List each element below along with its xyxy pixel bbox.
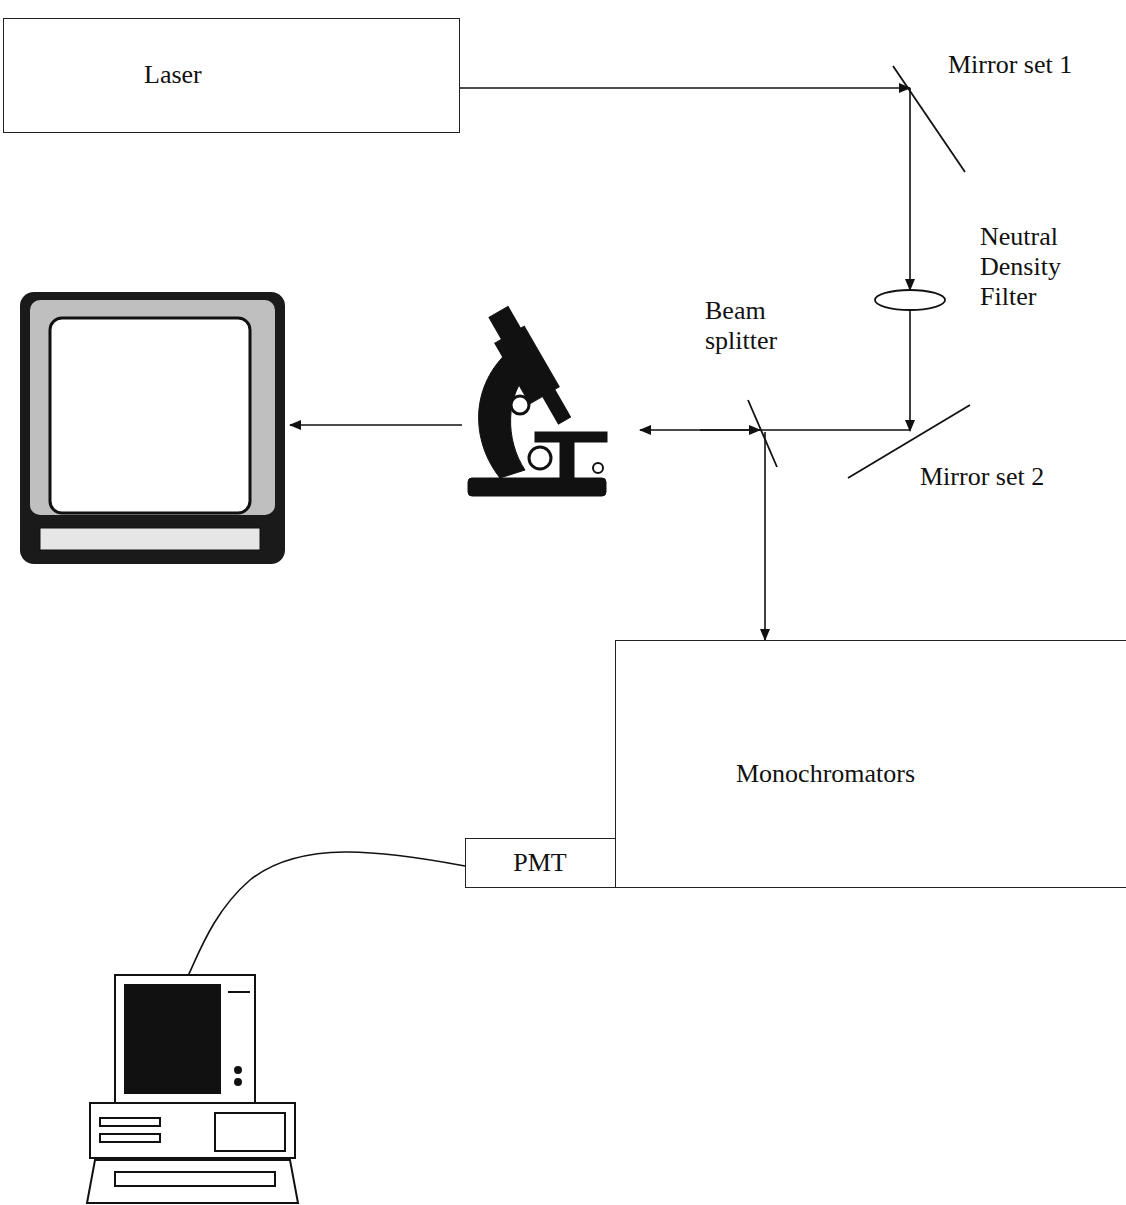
optics	[748, 66, 970, 478]
computer-screen	[125, 985, 220, 1093]
beam	[764, 432, 766, 640]
keyboard	[87, 1160, 298, 1203]
monitor-case	[20, 292, 285, 564]
box-label: Monochromators	[736, 759, 915, 789]
computer-monitor	[115, 975, 255, 1103]
microscope-eyepiece	[489, 307, 523, 344]
beam	[909, 310, 911, 431]
view-arrow	[290, 424, 462, 426]
monitor-bezel	[30, 300, 275, 515]
beam	[909, 88, 911, 290]
mirror-1	[893, 66, 965, 172]
computer-detail	[228, 991, 250, 993]
microscope-stage	[535, 432, 607, 442]
part-label: Neutral Density Filter	[980, 222, 1105, 312]
process-box: Monochromators	[615, 640, 1126, 888]
microscope-objective	[539, 384, 570, 424]
monitor-base	[40, 528, 260, 550]
part-label: Beam splitter	[705, 296, 810, 356]
box-label: PMT	[513, 848, 566, 878]
computer-unit	[90, 1103, 295, 1158]
keyboard-keys	[115, 1172, 275, 1186]
monitor	[20, 292, 285, 564]
beam-splitter	[748, 400, 777, 467]
process-box: PMT	[465, 838, 616, 888]
drive-slot	[100, 1134, 160, 1142]
process-box: Laser	[3, 18, 460, 133]
drive-bay	[215, 1113, 285, 1151]
computer-button	[235, 1067, 241, 1073]
part-label: Mirror set 2	[920, 462, 1044, 492]
part-label: Mirror set 1	[948, 50, 1072, 80]
beam	[640, 429, 910, 431]
microscope-knob	[593, 463, 603, 473]
microscope	[468, 307, 607, 496]
computer	[87, 975, 298, 1203]
microscope-pillar	[560, 442, 574, 478]
beam	[460, 87, 910, 89]
drive-slot	[100, 1118, 160, 1126]
microscope-knob	[511, 396, 529, 414]
microscope-knob	[529, 447, 551, 469]
beam	[700, 429, 760, 431]
computer-button	[235, 1079, 241, 1085]
box-label: Laser	[144, 60, 202, 90]
microscope-base	[468, 478, 606, 496]
monitor-screen	[50, 318, 250, 513]
cable	[188, 852, 465, 976]
filter	[875, 290, 945, 310]
